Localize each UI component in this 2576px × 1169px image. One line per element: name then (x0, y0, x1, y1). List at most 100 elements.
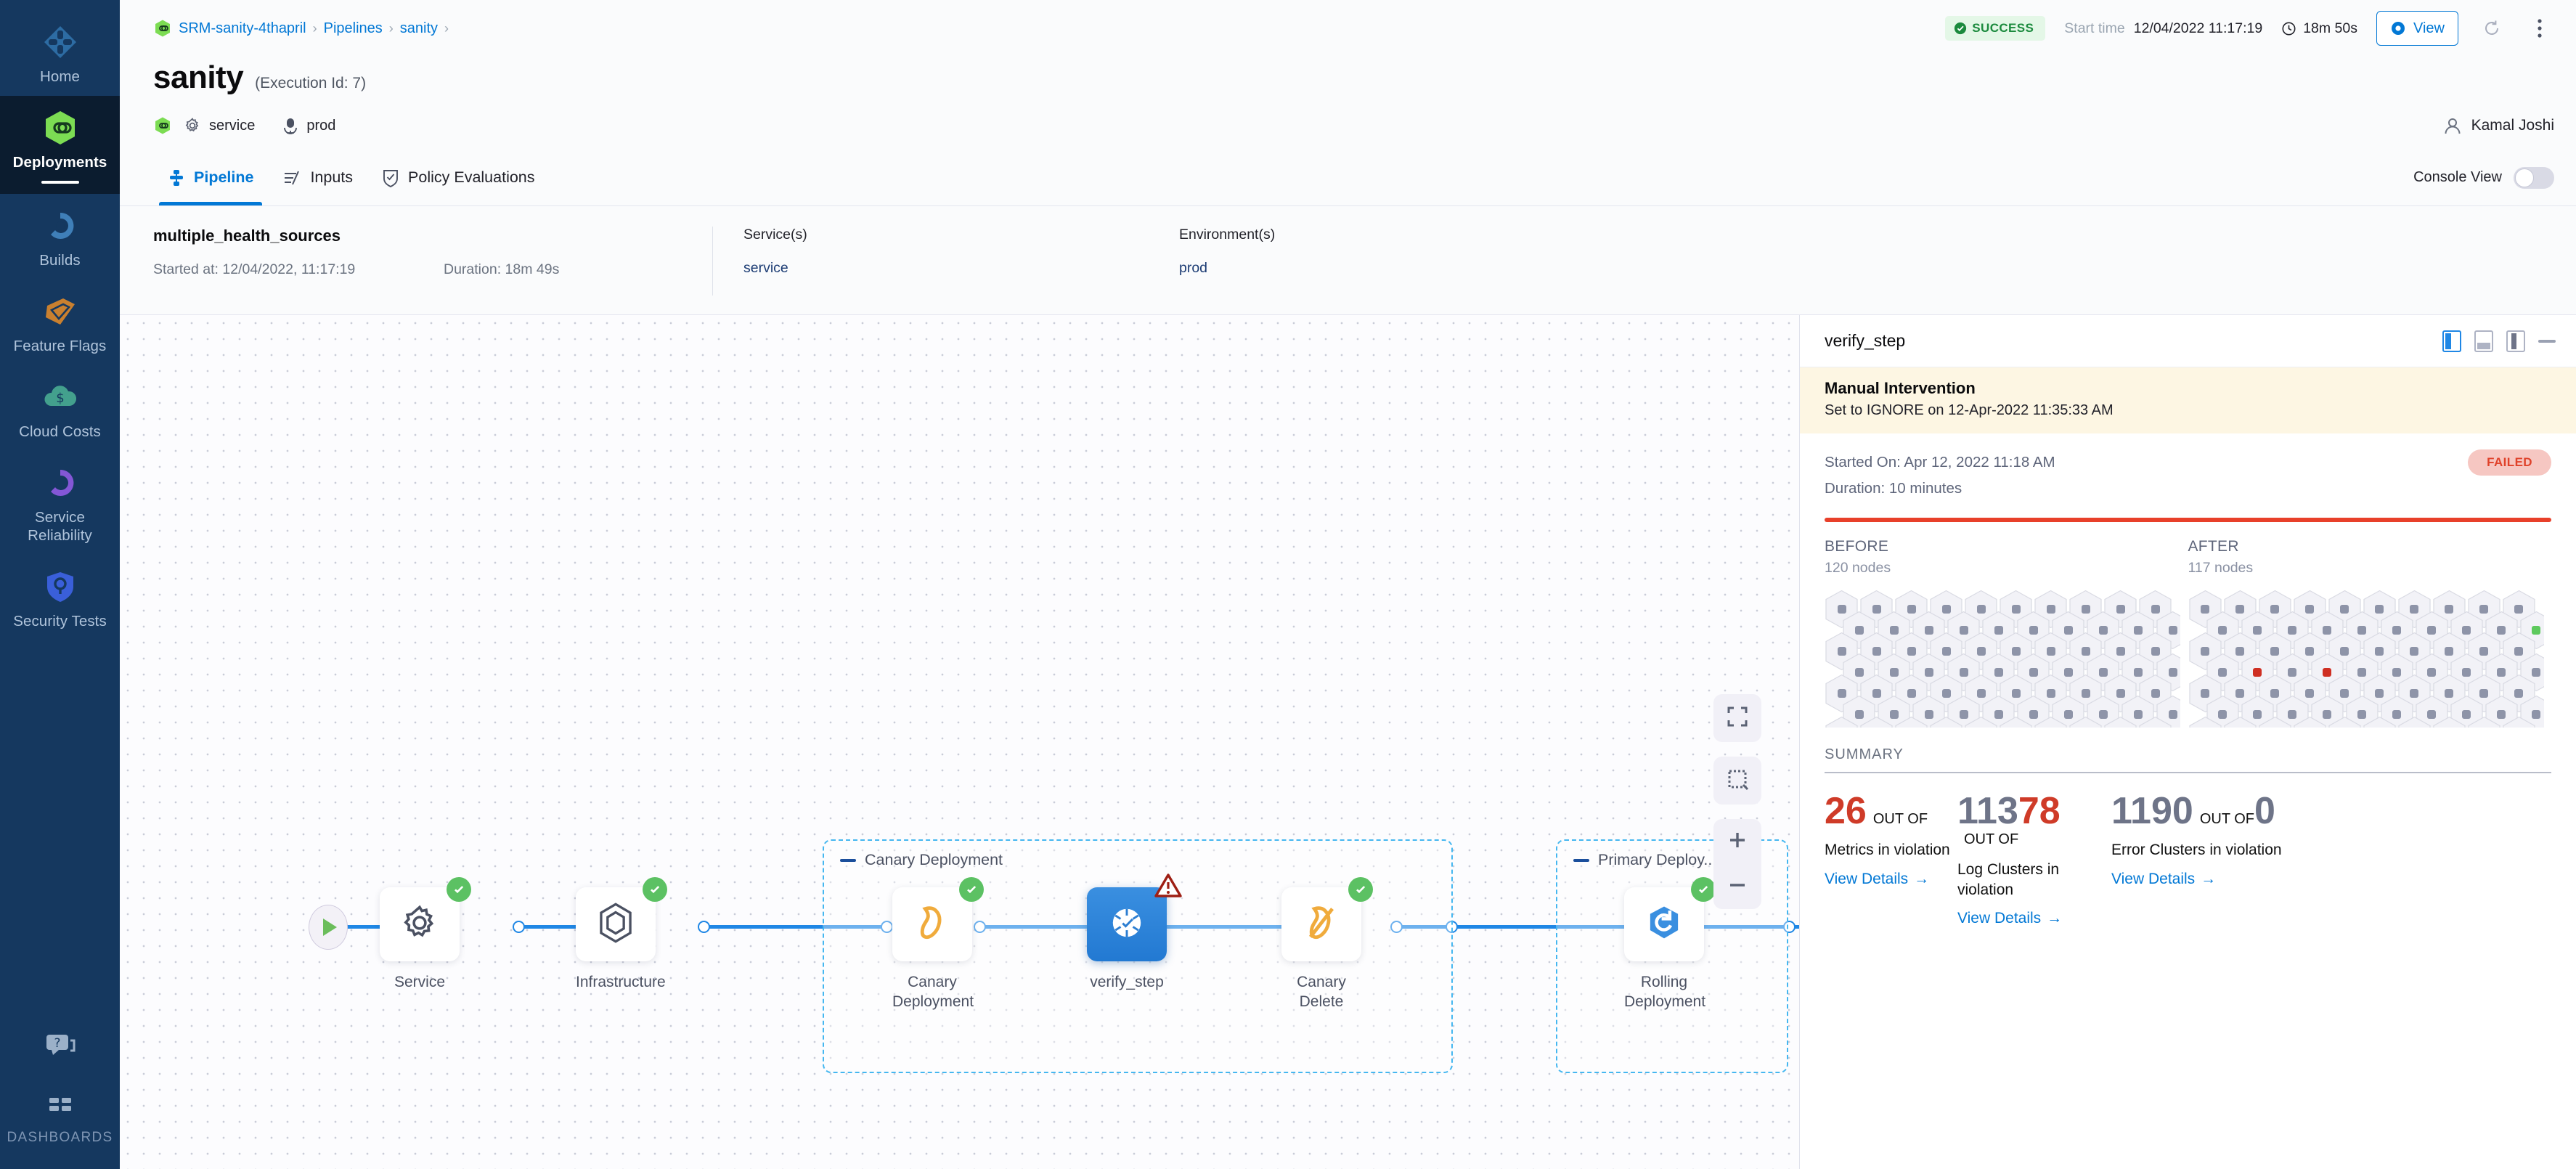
zoom-out-button[interactable] (1713, 864, 1761, 909)
sidebar-item-label: Service Reliability (3, 508, 117, 545)
node-status-dot (2201, 605, 2209, 614)
node-box[interactable] (1624, 887, 1704, 961)
node-hex (2397, 716, 2432, 728)
builds-module-icon (41, 207, 79, 245)
node-status-dot (1890, 668, 1899, 677)
panel-bottom-view-icon[interactable] (2474, 330, 2493, 352)
node-status-dot (1960, 668, 1968, 677)
node-status-dot (2288, 710, 2296, 719)
after-node-grid (2188, 590, 2544, 728)
node-grid-row (2206, 611, 2544, 632)
node-status-dot (1907, 605, 1916, 614)
panel-full-view-icon[interactable] (2506, 330, 2525, 352)
fit-screen-button[interactable] (1713, 694, 1761, 742)
sidebar-item-deployments[interactable]: Deployments (0, 96, 120, 194)
node-hex (2432, 716, 2466, 728)
service-chip[interactable]: service (184, 117, 255, 134)
tab-inputs[interactable]: Inputs (268, 150, 367, 205)
sidebar-item-dashboards[interactable]: DASHBOARDS (0, 1072, 120, 1169)
node-box[interactable] (1087, 887, 1167, 961)
card-view-details-link[interactable]: View Details → (1957, 910, 2062, 927)
console-view-toggle[interactable] (2514, 167, 2554, 189)
node-status-dot (2134, 710, 2143, 719)
pipeline-node-canary-deployment[interactable]: Canary Deployment (892, 887, 972, 1012)
node-status-dot (2116, 647, 2125, 656)
zoom-in-button[interactable] (1713, 819, 1761, 864)
node-status-dot (1872, 689, 1881, 698)
node-status-dot (2305, 689, 2314, 698)
feature-flags-module-icon (41, 293, 79, 330)
collapse-icon[interactable] (840, 859, 856, 862)
panel-header: verify_step (1800, 315, 2576, 367)
view-button[interactable]: View (2376, 11, 2458, 46)
node-status-dot (2116, 689, 2125, 698)
node-status-dot (1872, 647, 1881, 656)
node-box[interactable] (1281, 887, 1361, 961)
tab-policy-evaluations[interactable]: Policy Evaluations (367, 150, 549, 205)
card-view-details-label: View Details (1825, 871, 1908, 888)
tab-label: Policy Evaluations (408, 168, 534, 187)
sidebar-help-button[interactable]: ? (0, 1011, 120, 1072)
pipeline-node-service[interactable]: Service (380, 887, 460, 993)
node-hex (1964, 716, 1998, 728)
node-status-dot (2514, 689, 2523, 698)
collapse-icon[interactable] (1573, 859, 1589, 862)
node-status-dot (2235, 647, 2244, 656)
panel-minimize-icon[interactable] (2538, 340, 2556, 343)
sidebar-item-feature-flags[interactable]: Feature Flags (0, 280, 120, 365)
sidebar-active-indicator (41, 181, 79, 184)
refresh-icon[interactable] (2477, 14, 2506, 43)
node-status-dot (2410, 647, 2418, 656)
environment-chip[interactable]: prod (282, 117, 335, 134)
node-box[interactable] (380, 887, 460, 961)
node-box[interactable] (892, 887, 972, 961)
environments-value[interactable]: prod (1179, 260, 1615, 277)
tab-pipeline[interactable]: Pipeline (153, 150, 268, 205)
panel-left-view-icon[interactable] (2442, 330, 2461, 352)
arrow-right-icon: → (2201, 871, 2216, 888)
card-numerator: 0 (2172, 792, 2193, 830)
node-status-dot (2445, 605, 2453, 614)
breadcrumb-item-sanity[interactable]: sanity (400, 20, 438, 37)
node-status-dot (2218, 710, 2227, 719)
node-status-dot (2323, 626, 2331, 635)
node-status-dot (2064, 626, 2073, 635)
node-hex (2068, 716, 2103, 728)
breadcrumb-item-pipelines[interactable]: Pipelines (324, 20, 383, 37)
pipeline-node-infrastructure[interactable]: Infrastructure (576, 887, 656, 993)
pipeline-canvas[interactable]: Service Infrastructure (120, 315, 1799, 1169)
execution-services: Service(s) service (743, 227, 1179, 277)
sidebar-item-cloud-costs[interactable]: $ Cloud Costs (0, 365, 120, 451)
pipeline-node-rolling-deployment[interactable]: Rolling Deployment (1624, 887, 1704, 1012)
pipeline-node-canary-delete[interactable]: Canary Delete (1281, 887, 1361, 1012)
summary-card-metrics: 26 OUT OF Metrics in violation View Deta… (1825, 792, 1957, 927)
breadcrumb-separator: › (389, 21, 394, 36)
node-status-dot (1907, 647, 1916, 656)
pipeline-start-node[interactable] (309, 905, 348, 950)
node-box[interactable] (576, 887, 656, 961)
card-figure: 113 78 OUT OF (1957, 792, 2111, 850)
execution-environments: Environment(s) prod (1179, 227, 1615, 277)
sidebar-item-builds[interactable]: Builds (0, 194, 120, 280)
sidebar-item-service-reliability[interactable]: Service Reliability (0, 451, 120, 555)
summary-label: SUMMARY (1825, 746, 2551, 763)
breadcrumb-item-project[interactable]: SRM-sanity-4thapril (179, 20, 306, 37)
sidebar-item-security-tests[interactable]: Security Tests (0, 555, 120, 640)
sidebar-item-home[interactable]: Home (0, 10, 120, 96)
node-status-dot (2201, 689, 2209, 698)
card-view-details-link[interactable]: View Details → (1825, 871, 1929, 888)
main-content: SRM-sanity-4thapril › Pipelines › sanity… (120, 0, 2576, 1169)
toggle-knob (2515, 168, 2534, 187)
services-value[interactable]: service (743, 260, 1179, 277)
node-status-dot (1960, 710, 1968, 719)
card-view-details-link[interactable]: View Details → (2111, 871, 2216, 888)
card-out-of-label: OUT OF (1873, 810, 1928, 829)
node-grid-row (2206, 695, 2544, 716)
pipeline-icon (168, 168, 185, 187)
node-status-dot (2270, 689, 2279, 698)
console-view-toggle-group: Console View (2413, 150, 2554, 205)
select-area-button[interactable] (1713, 757, 1761, 805)
more-vertical-icon[interactable] (2525, 14, 2554, 43)
node-grid-row (2188, 590, 2544, 611)
pipeline-node-verify-step[interactable]: verify_step (1087, 887, 1167, 993)
